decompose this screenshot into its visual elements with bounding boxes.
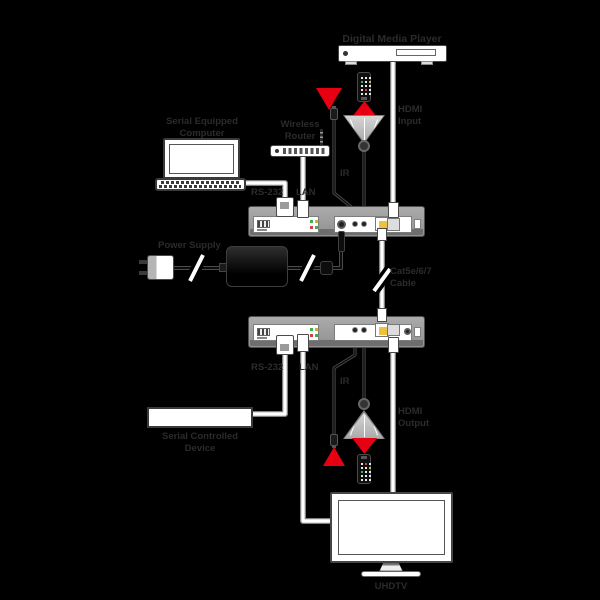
lan-cable-bottom bbox=[300, 352, 332, 524]
serial-device-label: Serial Controlled Device bbox=[161, 431, 238, 454]
rs232-label-top: RS-232 bbox=[251, 187, 284, 198]
remote-ir-lens bbox=[361, 456, 367, 459]
laptop-keyboard bbox=[161, 181, 239, 184]
laptop-keyboard bbox=[159, 185, 241, 188]
remote-buttons bbox=[361, 463, 363, 465]
db9-connector-top bbox=[276, 197, 294, 217]
cat-plug-top bbox=[377, 228, 387, 241]
laptop-base bbox=[155, 178, 246, 191]
transmitter-control-panel bbox=[253, 216, 319, 233]
ir-jack bbox=[352, 221, 358, 227]
lan-label-top: LAN bbox=[296, 187, 316, 198]
hdmi-output-label: HDMI Output bbox=[398, 406, 430, 429]
remote-buttons bbox=[361, 77, 363, 79]
rj45-lan-plug-bottom bbox=[297, 334, 309, 352]
hdmi-port-top bbox=[387, 218, 400, 231]
remote-control-top bbox=[357, 72, 371, 102]
tv-screen bbox=[338, 500, 445, 555]
laptop-display bbox=[169, 144, 234, 174]
ir-jack bbox=[361, 221, 367, 227]
panel-port bbox=[257, 337, 267, 339]
ir-emitter-cable-bottom bbox=[332, 346, 357, 436]
cat-cable-label: Cat5e/6/7 Cable bbox=[390, 266, 432, 289]
status-leds bbox=[310, 328, 313, 331]
unit-tab bbox=[414, 327, 421, 337]
hdmi-plug-top bbox=[388, 202, 399, 218]
tv-stand-base bbox=[361, 571, 421, 577]
ir-emitter-head-top bbox=[330, 108, 338, 120]
lan-label-bottom: LAN bbox=[299, 362, 319, 373]
ir-label-bottom: IR bbox=[340, 376, 350, 387]
serial-controlled-device bbox=[147, 407, 253, 428]
cat-plug-bottom bbox=[377, 308, 387, 322]
dc-power-jack-unused bbox=[404, 328, 411, 335]
receiver-base bbox=[250, 340, 423, 346]
receiver-io-panel bbox=[334, 324, 412, 341]
hdmi-port-bottom bbox=[387, 324, 400, 336]
remote-control-bottom bbox=[357, 454, 371, 484]
unit-tab bbox=[414, 219, 421, 229]
status-leds bbox=[310, 220, 313, 223]
serial-computer-label: Serial Equipped Computer bbox=[166, 116, 238, 139]
dip-switch bbox=[257, 220, 270, 228]
rj45-lan-plug-top bbox=[297, 200, 309, 218]
media-player-label: Digital Media Player bbox=[342, 33, 442, 45]
media-player-display bbox=[396, 49, 436, 56]
dc-power-plug bbox=[338, 231, 345, 252]
ir-jack bbox=[352, 327, 358, 333]
remote-ir-lens bbox=[361, 97, 367, 100]
hdmi-plug-bottom bbox=[388, 337, 399, 353]
router-ports bbox=[283, 148, 326, 154]
rs232-label-bottom: RS-232 bbox=[251, 362, 284, 373]
power-adapter-brick bbox=[226, 246, 288, 287]
power-supply-label: Power Supply bbox=[158, 240, 221, 251]
hdmi-input-label: HDMI Input bbox=[398, 104, 423, 127]
ac-plug bbox=[147, 255, 174, 280]
db9-connector-bottom bbox=[276, 335, 294, 355]
media-player-power-button bbox=[343, 51, 348, 56]
power-cable-coupler bbox=[320, 261, 333, 275]
tv-stand-neck bbox=[379, 563, 403, 572]
panel-port bbox=[257, 229, 267, 231]
ir-emitter-tip-bottom bbox=[332, 445, 336, 448]
router-led bbox=[275, 149, 279, 153]
ir-receiver-head-top bbox=[358, 140, 370, 152]
tv-label: UHDTV bbox=[374, 581, 408, 592]
plug-prong bbox=[139, 271, 148, 275]
dc-power-jack bbox=[337, 220, 346, 229]
media-player-foot bbox=[345, 61, 357, 65]
media-player-foot bbox=[421, 61, 433, 65]
ir-receiver-head-bottom bbox=[358, 398, 370, 410]
ir-jack bbox=[361, 327, 367, 333]
cable-break-marks bbox=[185, 252, 395, 295]
plug-prong bbox=[139, 260, 148, 264]
wireless-router-label: Wireless Router bbox=[280, 119, 320, 142]
dip-switch bbox=[257, 328, 270, 336]
ir-label-top: IR bbox=[340, 168, 350, 179]
router-antenna bbox=[320, 129, 323, 146]
ir-emitter-tip-top bbox=[332, 106, 336, 109]
